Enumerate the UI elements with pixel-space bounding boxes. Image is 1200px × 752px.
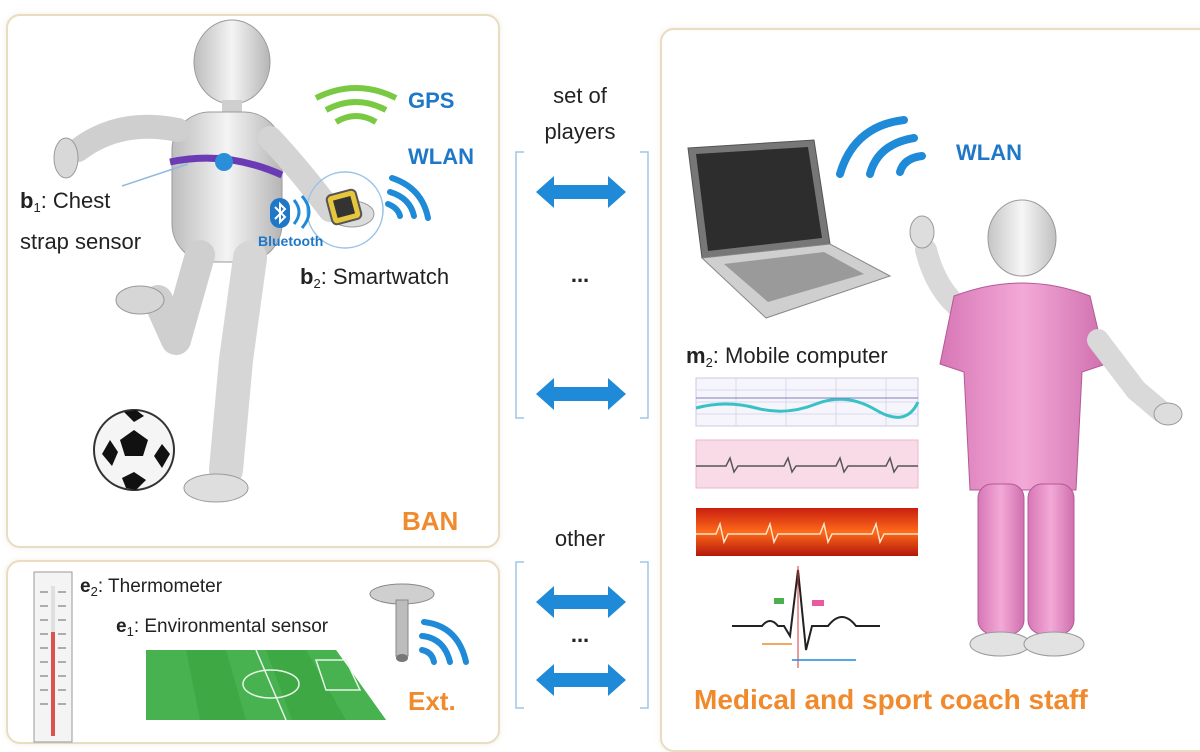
- vital-signs-graph-2: [695, 439, 919, 489]
- other-link-arrow-2: [536, 664, 626, 696]
- lower-bracket-right: [640, 561, 649, 709]
- chest-strap-label: b1: Chest strap sensor: [20, 188, 142, 254]
- lower-bracket-left: [515, 561, 524, 709]
- watch-wlan-signal-icon: [385, 175, 431, 221]
- staff-title: Medical and sport coach staff: [694, 684, 1088, 715]
- soccer-field-image: [146, 649, 386, 721]
- thermometer-label: e2: Thermometer: [80, 576, 223, 599]
- ban-wlan-label: WLAN: [408, 144, 474, 169]
- laptop-icon: [687, 139, 892, 319]
- other-label: other: [554, 526, 606, 551]
- gps-signal-icon: [314, 85, 398, 125]
- soccer-ball-icon: [93, 409, 175, 491]
- staff-wlan-label: WLAN: [956, 140, 1022, 165]
- thermometer-icon: [33, 571, 73, 743]
- ecg-waveform-diagram: [732, 566, 880, 668]
- chest-callout-line: [121, 163, 189, 187]
- other-link-arrow-1: [536, 586, 626, 618]
- mobile-computer-label: m2: Mobile computer: [686, 343, 888, 370]
- bluetooth-waves-icon: [292, 195, 311, 229]
- bluetooth-icon: [270, 198, 290, 228]
- vital-signs-graph-3: [696, 508, 918, 556]
- upper-bracket-left: [515, 151, 524, 419]
- smartwatch-label: b2: Smartwatch: [300, 264, 450, 291]
- staff-wlan-signal-icon: [836, 116, 926, 178]
- player-figure: [53, 19, 375, 503]
- smartwatch-icon: [306, 171, 384, 249]
- environmental-sensor-label: e1: Environmental sensor: [116, 616, 329, 639]
- environmental-sensor-icon: [369, 583, 435, 662]
- vital-signs-graph-1: [695, 377, 920, 427]
- other-ellipsis: ...: [570, 622, 590, 647]
- players-ellipsis: ...: [570, 262, 590, 287]
- ban-title: BAN: [402, 506, 459, 536]
- upper-bracket-right: [640, 151, 649, 419]
- player-link-arrow-2: [536, 378, 626, 410]
- sensor-wlan-signal-icon: [419, 619, 469, 665]
- player-link-arrow-1: [536, 176, 626, 208]
- staff-figure: [909, 199, 1183, 657]
- gps-label: GPS: [408, 88, 455, 113]
- bluetooth-label: Bluetooth: [258, 233, 324, 249]
- ext-title: Ext.: [408, 686, 456, 716]
